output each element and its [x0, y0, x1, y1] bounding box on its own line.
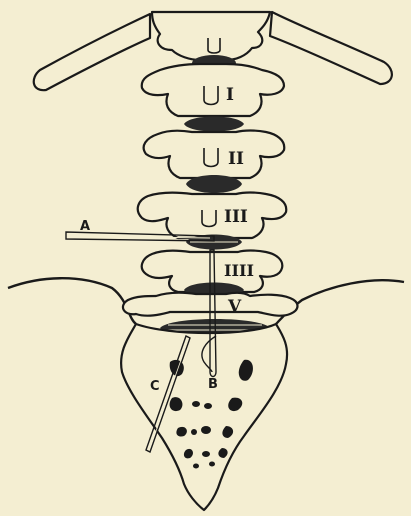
- needle-label-a: A: [80, 219, 90, 234]
- sacral-foramen-m2a: [192, 401, 200, 407]
- sacral-foramen-m3: [201, 426, 211, 434]
- sacrum: [121, 324, 287, 510]
- disc-1: [184, 117, 244, 132]
- sacral-foramen-m4: [202, 451, 210, 457]
- vertebra-label-4: IIII: [224, 261, 254, 280]
- vertebra-label-3: III: [224, 207, 248, 227]
- vertebra-label-2: II: [228, 149, 244, 169]
- sacral-foramen-m2b: [204, 403, 212, 409]
- sacral-foramen-l5: [193, 464, 199, 469]
- vertebra-l3: [138, 193, 287, 239]
- pelvic-crest: [8, 278, 136, 324]
- left-rib: [34, 14, 150, 90]
- sacral-foramen-m3b: [191, 429, 197, 435]
- right-rib: [270, 12, 392, 84]
- vertebra-l1: [142, 64, 284, 116]
- needle-label-b: B: [208, 377, 218, 392]
- sacral-foramen-r5: [209, 462, 215, 467]
- needle-label-c: C: [150, 379, 160, 394]
- vertebra-label-1: I: [226, 85, 234, 105]
- vertebra-l2: [144, 131, 285, 179]
- vertebra-label-5: V: [227, 297, 242, 317]
